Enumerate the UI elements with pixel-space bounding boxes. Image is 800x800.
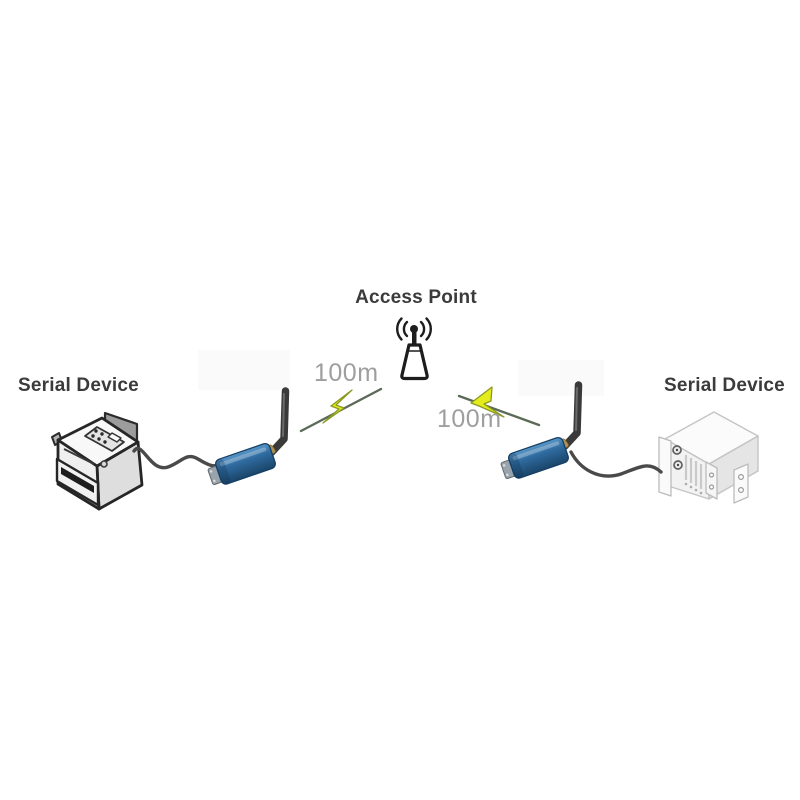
serial-cable-right bbox=[569, 450, 663, 478]
printer-button bbox=[100, 460, 108, 468]
front-panel-slots bbox=[684, 455, 703, 489]
wireless-link-left bbox=[299, 387, 383, 433]
link-line bbox=[457, 394, 541, 427]
rack-ear-left bbox=[658, 436, 672, 497]
printer-paper-slot bbox=[61, 467, 94, 493]
signal-wave-icon bbox=[402, 320, 409, 338]
serial-cable-left bbox=[132, 446, 223, 470]
wireless-link-right bbox=[457, 386, 541, 427]
wireless-adapter-left-icon bbox=[206, 391, 286, 488]
watermark-ghost-left bbox=[198, 350, 290, 390]
signal-wave-icon bbox=[419, 320, 426, 338]
printer-icon bbox=[51, 411, 144, 511]
lightning-bolt-icon bbox=[470, 386, 505, 418]
serial-device-label-left: Serial Device bbox=[18, 375, 139, 396]
serial-device-label-right: Serial Device bbox=[664, 375, 785, 396]
rack-server-icon bbox=[658, 411, 759, 504]
access-point-icon bbox=[396, 317, 432, 381]
wireless-adapter-right-icon bbox=[499, 385, 579, 482]
signal-wave-icon bbox=[425, 317, 432, 341]
rack-ear-right bbox=[733, 463, 749, 504]
distance-label-right: 100m bbox=[437, 405, 502, 433]
printer-display bbox=[107, 432, 122, 443]
access-point-label: Access Point bbox=[355, 287, 477, 308]
distance-label-left: 100m bbox=[314, 359, 379, 387]
lightning-bolt-icon bbox=[322, 389, 353, 424]
front-panel-plate bbox=[705, 461, 718, 500]
watermark-ghost-right bbox=[518, 360, 604, 396]
signal-wave-icon bbox=[396, 317, 403, 341]
